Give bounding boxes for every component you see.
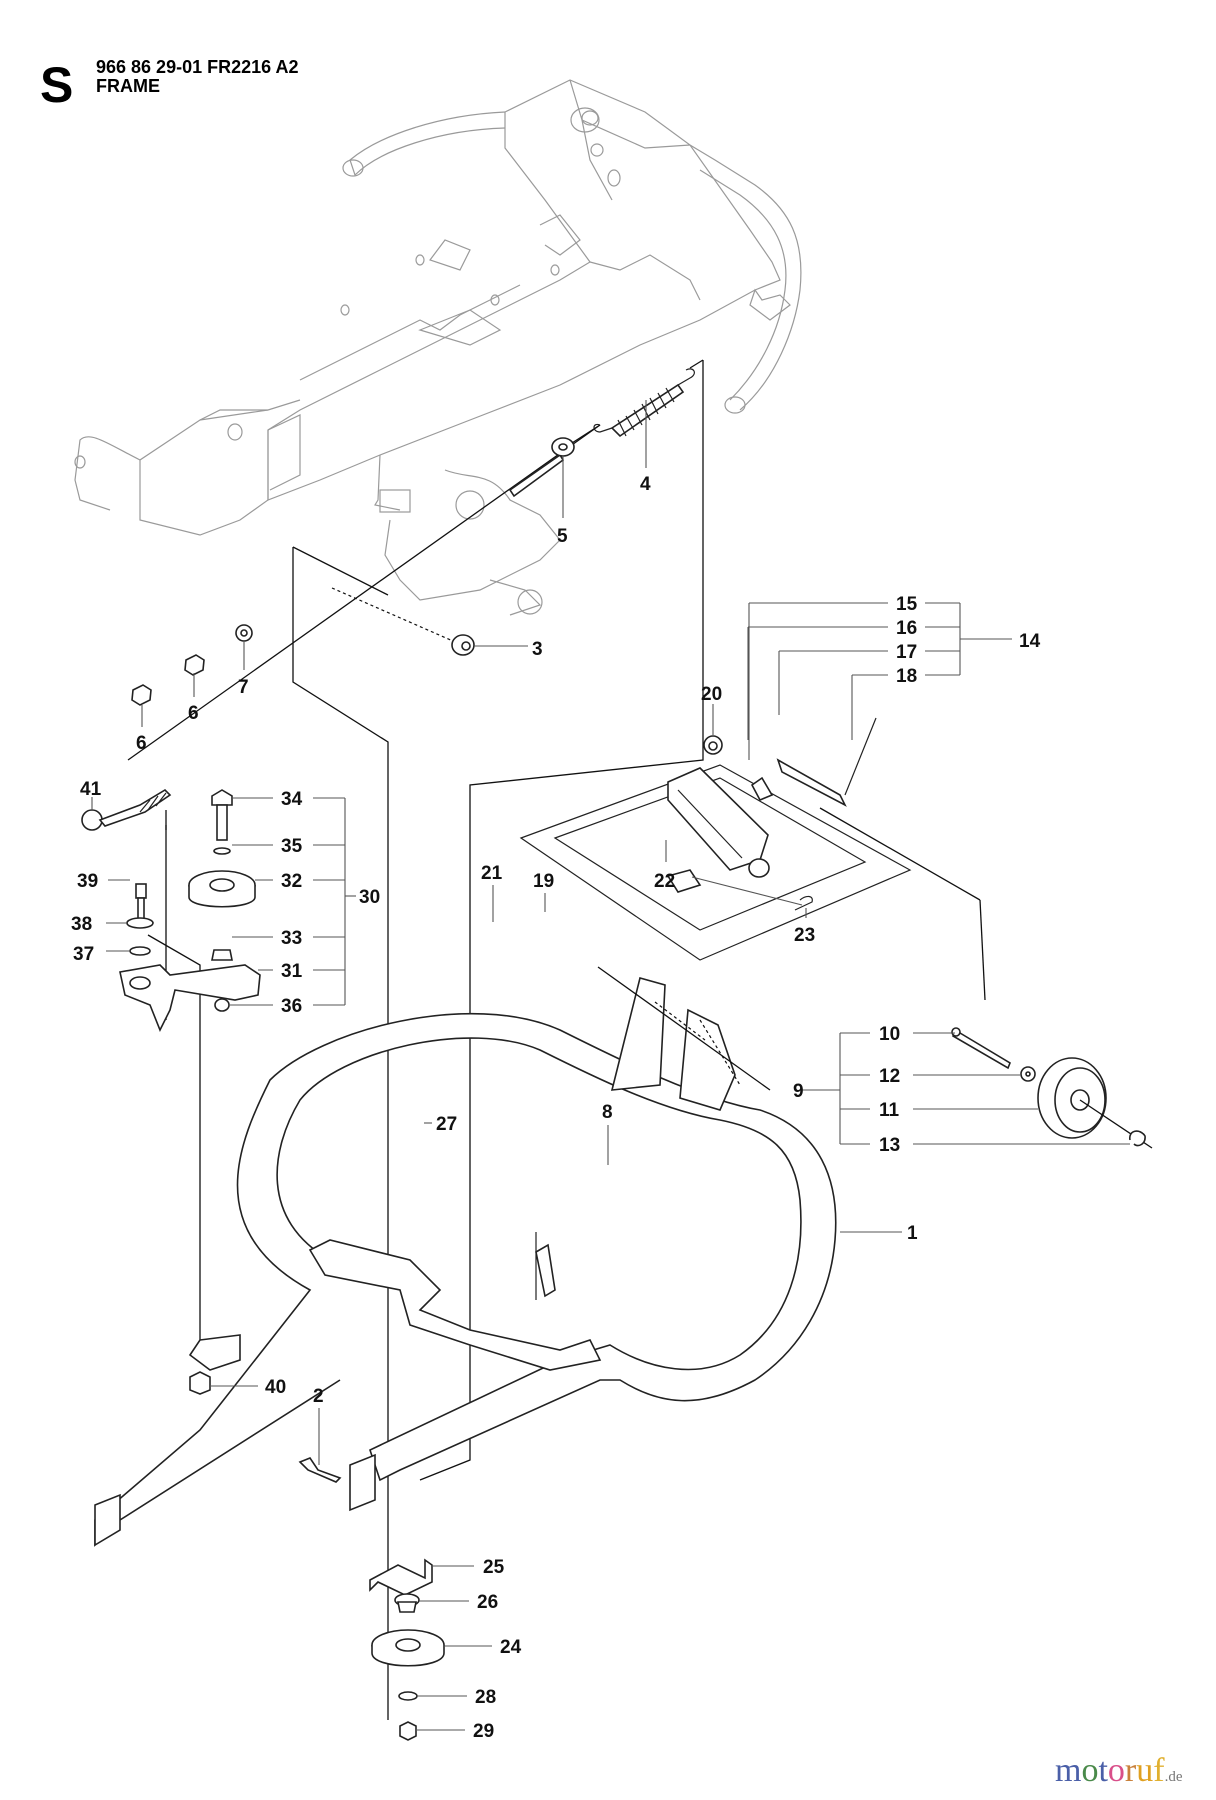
watermark-suffix: .de (1164, 1769, 1183, 1785)
pivot-bracket-assembly (666, 717, 877, 911)
callout-8: 8 (602, 1102, 613, 1123)
watermark-letter: o (1081, 1752, 1099, 1789)
callout-18: 18 (896, 666, 917, 687)
tension-spring-assembly (127, 368, 695, 761)
callout-33: 33 (281, 928, 302, 949)
watermark-letter: t (1098, 1752, 1108, 1789)
callout-15: 15 (896, 594, 918, 615)
callout-38: 38 (71, 914, 92, 935)
diagram-title: FRAME (96, 76, 160, 96)
callout-leaders (91, 400, 1130, 1731)
callout-31: 31 (281, 961, 303, 982)
part-number: 966 86 29-01 FR2216 A2 (96, 57, 299, 77)
motoruf-watermark: motoruf.de (1055, 1752, 1182, 1790)
callout-13: 13 (879, 1135, 900, 1156)
callout-36: 36 (281, 996, 302, 1017)
callout-6-lower: 6 (136, 733, 147, 754)
callout-23: 23 (794, 925, 815, 946)
assembly-reference-lines (147, 359, 986, 1720)
callout-9: 9 (793, 1081, 804, 1102)
callout-25: 25 (483, 1557, 505, 1578)
callout-5: 5 (557, 526, 568, 547)
callout-21: 21 (481, 863, 503, 884)
callout-10: 10 (879, 1024, 900, 1045)
watermark-letter: o (1107, 1752, 1125, 1789)
callout-37: 37 (73, 944, 94, 965)
callout-2: 2 (313, 1386, 324, 1407)
callout-4: 4 (640, 474, 651, 495)
callout-39: 39 (77, 871, 98, 892)
watermark-letter: f (1153, 1752, 1165, 1789)
callout-29: 29 (473, 1721, 494, 1742)
callout-35: 35 (281, 836, 303, 857)
callout-30: 30 (359, 887, 380, 908)
watermark-letter: m (1055, 1752, 1082, 1789)
callout-labels: 1 2 3 4 5 6 6 7 8 9 10 11 12 13 14 15 16… (71, 474, 1041, 1742)
callout-41: 41 (80, 779, 102, 800)
callout-28: 28 (475, 1687, 496, 1708)
callout-27: 27 (436, 1114, 457, 1135)
callout-14: 14 (1019, 631, 1041, 652)
callout-7: 7 (238, 677, 249, 698)
roller-wheel-assembly (951, 1027, 1153, 1149)
section-letter: S (40, 57, 74, 113)
callout-26: 26 (477, 1592, 498, 1613)
callout-1: 1 (907, 1223, 918, 1244)
callout-24: 24 (500, 1637, 522, 1658)
watermark-letter: u (1136, 1752, 1154, 1789)
callout-11: 11 (879, 1100, 900, 1121)
callout-3: 3 (532, 639, 543, 660)
idler-assembly-left (81, 788, 261, 1032)
callout-19: 19 (533, 871, 554, 892)
lower-pulley-stack (189, 1371, 445, 1741)
callout-6-upper: 6 (188, 703, 199, 724)
watermark-letter: r (1124, 1752, 1137, 1789)
callout-32: 32 (281, 871, 302, 892)
callout-12: 12 (879, 1066, 900, 1087)
front-frame-tube (94, 966, 837, 1547)
callout-20: 20 (701, 684, 722, 705)
main-frame-chassis (74, 79, 802, 616)
callout-17: 17 (896, 642, 917, 663)
callout-34: 34 (281, 789, 303, 810)
callout-40: 40 (265, 1377, 286, 1398)
callout-16: 16 (896, 618, 917, 639)
callout-22: 22 (654, 871, 675, 892)
